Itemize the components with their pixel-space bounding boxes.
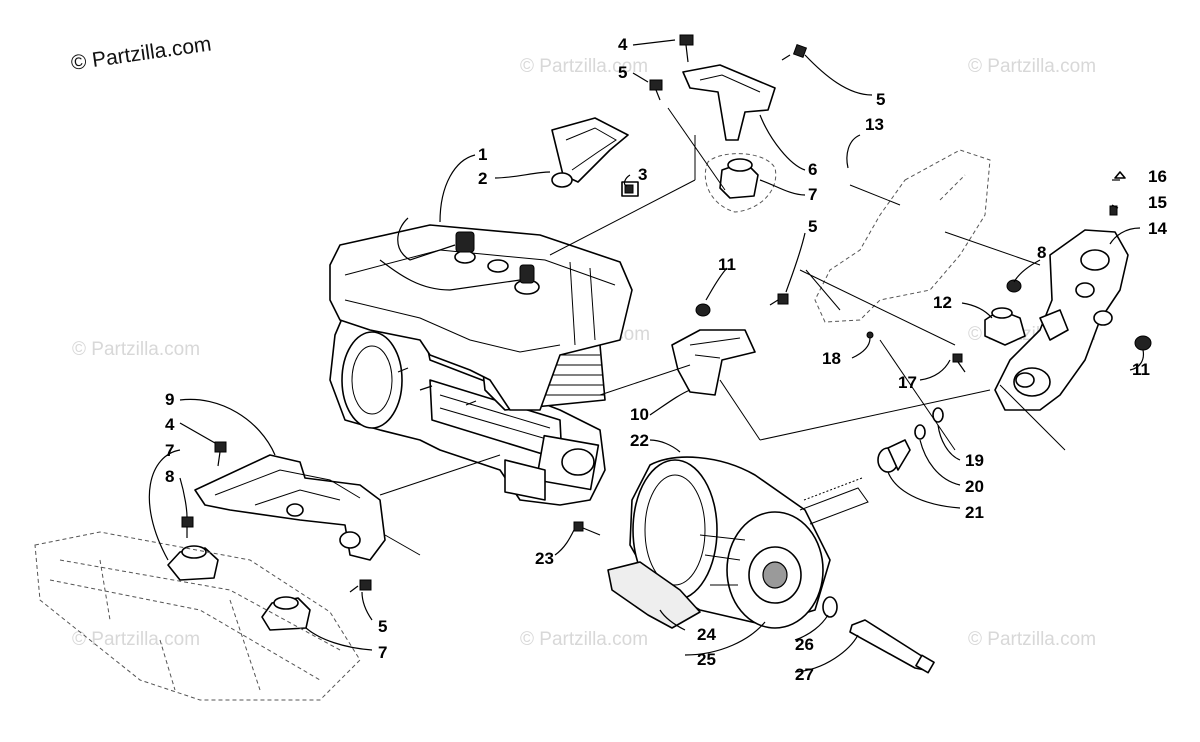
copyright-text: © Partzilla.com	[69, 32, 212, 74]
callout-label: 16	[1148, 167, 1167, 186]
drive-clutch	[573, 456, 935, 674]
watermark: © Partzilla.com	[520, 56, 648, 77]
callout-label: 4	[165, 415, 175, 434]
callout-label: 5	[876, 90, 885, 109]
callout-label: 7	[808, 185, 817, 204]
callout-label: 5	[378, 617, 387, 636]
callout-label: 19	[965, 451, 984, 470]
callout-label: 6	[808, 160, 817, 179]
callout-label: 9	[165, 390, 174, 409]
callout-label: 4	[618, 35, 628, 54]
callout-label: 14	[1148, 219, 1167, 238]
callout-label: 20	[965, 477, 984, 496]
callout-label: 1	[478, 145, 487, 164]
callout-label: 13	[865, 115, 884, 134]
callout-label: 5	[618, 63, 627, 82]
callout-label: 25	[697, 650, 716, 669]
callout-label: 8	[1037, 243, 1046, 262]
watermark: © Partzilla.com	[968, 56, 1096, 77]
callout-label: 24	[697, 625, 716, 644]
chaincase-plate	[814, 149, 991, 339]
upper-front-mount	[649, 34, 808, 213]
callout-label: 5	[808, 217, 817, 236]
frame-rail	[34, 531, 361, 701]
callout-label: 3	[638, 165, 647, 184]
callout-label: 10	[630, 405, 649, 424]
watermark: © Partzilla.com	[72, 339, 200, 360]
callout-label: 26	[795, 635, 814, 654]
engine	[329, 217, 633, 506]
callout-label: 2	[478, 169, 487, 188]
callout-label: 27	[795, 665, 814, 684]
callout-label: 7	[165, 441, 174, 460]
callout-label: 23	[535, 549, 554, 568]
callout-label: 12	[933, 293, 952, 312]
rear-bracket	[877, 171, 1152, 473]
watermark: © Partzilla.com	[72, 629, 200, 650]
callout-label: 21	[965, 503, 984, 522]
callout-label: 17	[898, 373, 917, 392]
callout-label: 8	[165, 467, 174, 486]
callout-labels: 1 2 3 4 5 5 6 7 5 13 16 15 14 11 8 12 18…	[165, 35, 1167, 684]
callout-label: 18	[822, 349, 841, 368]
watermark: © Partzilla.com	[968, 629, 1096, 650]
center-bracket	[671, 293, 789, 396]
callout-label: 22	[630, 431, 649, 450]
lower-engine-mount	[167, 441, 386, 631]
watermark: © Partzilla.com	[520, 629, 648, 650]
leader-lines	[148, 39, 1145, 673]
callout-label: 7	[378, 643, 387, 662]
callout-label: 11	[1132, 360, 1150, 379]
callout-label: 15	[1148, 193, 1167, 212]
callout-label: 11	[718, 255, 736, 274]
